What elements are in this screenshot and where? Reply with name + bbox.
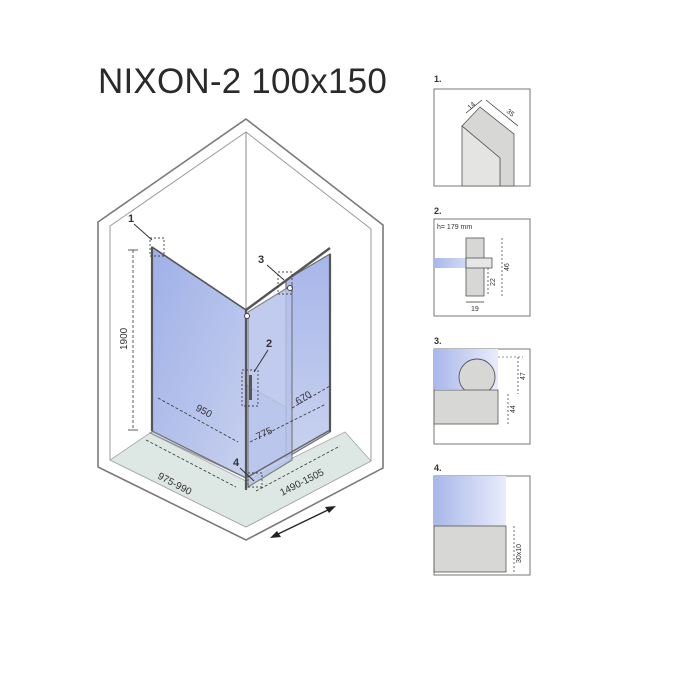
callout-4-leader [239,467,255,482]
detail-2-handle-bar [465,257,493,269]
detail-3-dim-a: 47 [520,372,527,380]
callout-1: 1 [128,213,134,225]
callout-4: 4 [233,457,240,469]
detail-4-glass [434,476,506,526]
roller-left [244,313,250,319]
detail-2-marker [241,369,259,407]
sliding-door-panel [247,283,293,489]
detail-4-marker [247,472,263,488]
dim-height: 1900 [119,327,130,350]
detail-3-marker [277,271,293,295]
detail-4-dim-a: 30x10 [516,544,523,563]
top-rail [245,247,331,311]
slide-arrow-head-left [270,531,281,538]
detail-3-label: 3. [434,336,442,346]
detail-2-dim-a: 46 [504,263,511,271]
slide-arrow-head-right [325,506,336,513]
detail-1-label: 1. [434,74,442,84]
roller-right [287,285,293,291]
detail-1-dim-b: 35 [505,108,516,118]
callout-3: 3 [258,254,264,266]
slide-direction-arrow [275,508,331,536]
callout-1-leader [133,223,153,241]
detail-1-dim-a: 14 [467,101,478,111]
product-title: NIXON-2 100x150 [98,62,387,101]
callout-3-leader [266,264,285,281]
detail-4-profile [433,525,507,573]
detail-4-label: 4. [434,463,442,473]
detail-3-rail [433,389,499,425]
detail-2-glass [434,258,484,268]
detail-1-dim-a-line [465,99,483,114]
callout-2: 2 [266,338,272,350]
detail-2-dim-c: 19 [471,306,479,313]
width-dim-line [249,403,327,443]
detail-2-height-note: h= 179 mm [437,224,472,231]
detail-1-dim-b-line [485,99,519,127]
detail-2-label: 2. [434,206,442,216]
width-range-line [255,445,341,492]
callout-2-leader [253,349,269,373]
depth-dim-line [157,397,239,443]
door-handle [249,375,252,400]
detail-2-dim-b: 22 [490,278,497,286]
detail-1-profile-face [461,125,501,187]
door-dim-line [291,385,331,409]
detail-3-dim-b: 44 [510,405,517,413]
top-rail-left [151,246,247,311]
bottom-guide [245,429,331,479]
depth-range-line [145,439,237,488]
